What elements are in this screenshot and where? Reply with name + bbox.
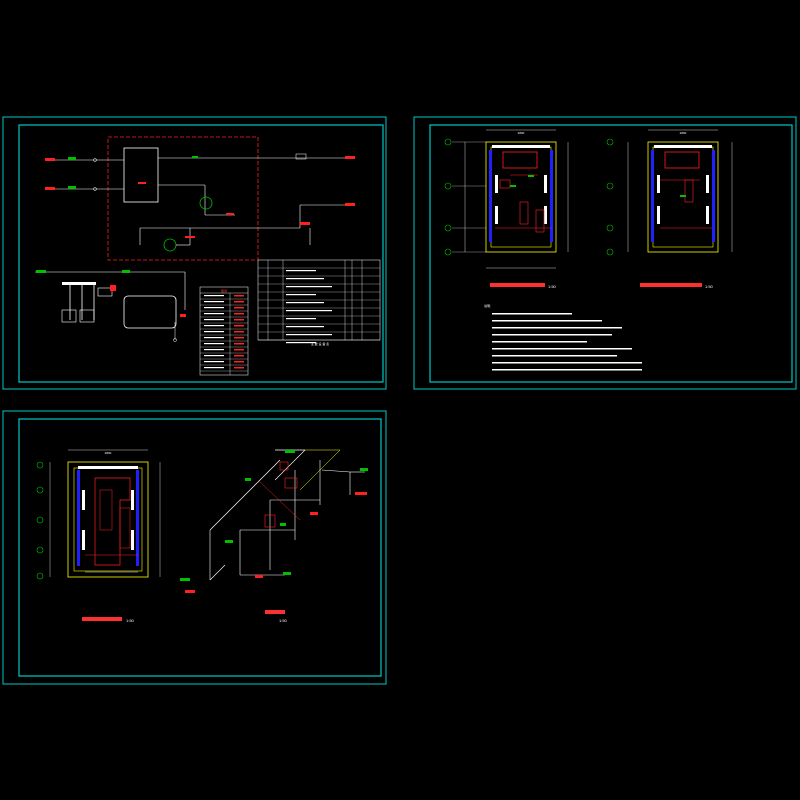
equipment-text-mark (286, 342, 316, 344)
legend-text-mark (234, 319, 244, 321)
legend-symbol (204, 319, 224, 321)
equipment-text-mark (286, 334, 332, 336)
note-text-line (492, 348, 632, 350)
plan1-scale: 1:50 (548, 284, 557, 289)
note-text-line (492, 369, 642, 371)
sheet-sections: 2800 1:50 (2, 410, 387, 685)
boiler-room-boundary (107, 136, 259, 261)
note-text-line (492, 313, 572, 315)
legend-text-mark (234, 361, 244, 363)
legend-symbol (204, 301, 224, 303)
legend-symbol (204, 337, 224, 339)
plan-1: 2800 (444, 129, 569, 289)
legend-text-mark (234, 337, 244, 339)
legend-table: 图例 (199, 286, 249, 376)
sheet-plans: 2800 (413, 116, 797, 390)
legend-symbol (204, 313, 224, 315)
legend-text-mark (234, 355, 244, 357)
axonometric-diagram: 1:50 (180, 449, 368, 623)
notes-title: 说明： (484, 303, 493, 308)
note-text-line (492, 334, 612, 336)
plan-3: 2800 1:50 (36, 449, 161, 623)
equipment-table: 主 要 设 备 表 (257, 259, 381, 346)
legend-symbol (204, 367, 224, 369)
legend-symbol (204, 343, 224, 345)
legend-text-mark (234, 307, 244, 309)
note-text-line (492, 327, 622, 329)
legend-symbol (204, 361, 224, 363)
water-tank (123, 147, 159, 203)
legend-text-mark (234, 325, 244, 327)
plan2-scale: 1:50 (705, 284, 714, 289)
equipment-text-mark (286, 310, 332, 312)
legend-symbol (204, 355, 224, 357)
note-text-line (492, 320, 602, 322)
plan3-dim-top: 2800 (105, 451, 112, 455)
legend-text-mark (234, 349, 244, 351)
axon-scale: 1:50 (279, 618, 288, 623)
equipment-text-mark (286, 326, 324, 328)
legend-text-mark (234, 343, 244, 345)
equipment-text-mark (286, 318, 316, 320)
legend-symbol (204, 349, 224, 351)
note-text-line (492, 355, 617, 357)
legend-symbol (204, 325, 224, 327)
legend-text-mark (234, 331, 244, 333)
legend-text-mark (234, 367, 244, 369)
plan1-dim-top: 2800 (518, 131, 525, 135)
equipment-text-mark (286, 270, 316, 272)
plan-2: 2800 1:50 (606, 129, 733, 289)
legend-text-mark (234, 295, 244, 297)
legend-symbol (204, 307, 224, 309)
plan3-scale: 1:50 (126, 618, 135, 623)
legend-symbol (204, 295, 224, 297)
plan-notes: 说明： (484, 303, 642, 371)
legend-text-mark (234, 301, 244, 303)
note-text-line (492, 362, 642, 364)
legend-text-mark (234, 313, 244, 315)
legend-title: 图例 (221, 288, 227, 293)
note-text-line (492, 341, 587, 343)
equipment-table-title: 主 要 设 备 表 (311, 341, 329, 346)
plan2-dim-top: 2800 (680, 131, 687, 135)
sheet-flow-diagram: 图例 主 要 设 备 表 (2, 116, 387, 390)
equipment-text-mark (286, 278, 324, 280)
equipment-text-mark (286, 286, 332, 288)
legend-symbol (204, 331, 224, 333)
equipment-text-mark (286, 294, 316, 296)
equipment-text-mark (286, 302, 324, 304)
